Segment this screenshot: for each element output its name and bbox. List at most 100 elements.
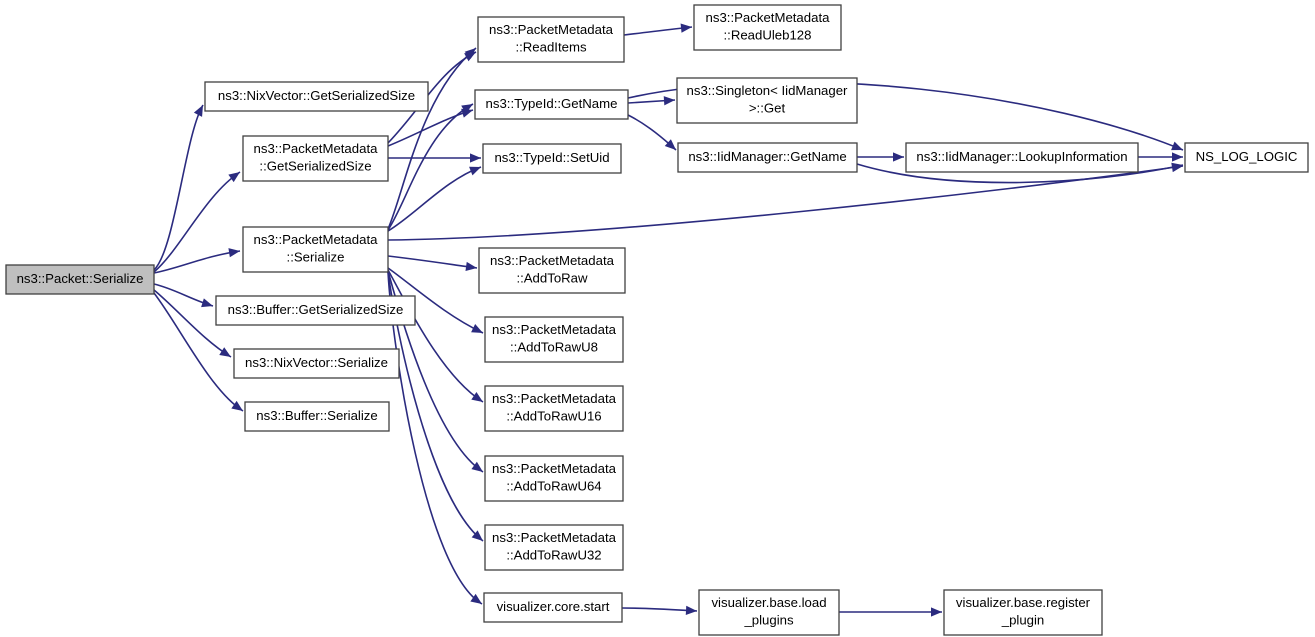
node-box: [215, 295, 416, 326]
arrowhead-icon: [219, 347, 231, 357]
node-label: >::Get: [749, 101, 786, 116]
graph-node-nixgss[interactable]: ns3::NixVector::GetSerializedSize: [204, 81, 429, 112]
graph-node-addtorawu8[interactable]: ns3::PacketMetadata::AddToRawU8: [484, 316, 624, 363]
node-label: ns3::PacketMetadata: [492, 391, 617, 406]
graph-node-iidgetname[interactable]: ns3::IidManager::GetName: [677, 142, 858, 173]
node-box: [698, 589, 840, 636]
edge-root-to-pmser: [153, 250, 241, 274]
graph-node-lookupinfo[interactable]: ns3::IidManager::LookupInformation: [905, 142, 1139, 173]
node-label: ::AddToRawU64: [506, 479, 601, 494]
node-box: [474, 89, 629, 120]
graph-node-readitems[interactable]: ns3::PacketMetadata::ReadItems: [477, 16, 625, 63]
arrowhead-icon: [1171, 162, 1183, 172]
node-box: [484, 455, 624, 502]
node-label: ns3::PacketMetadata: [490, 253, 615, 268]
edge-root-to-bufser: [153, 292, 244, 412]
node-box: [676, 77, 858, 124]
arrowhead-icon: [470, 153, 481, 163]
graph-node-addtorawu16[interactable]: ns3::PacketMetadata::AddToRawU16: [484, 385, 624, 432]
node-box: [242, 135, 389, 182]
node-box: [484, 524, 624, 571]
node-label: ::AddToRawU16: [506, 409, 601, 424]
node-box: [242, 226, 389, 273]
node-box: [204, 81, 429, 112]
graph-node-root[interactable]: ns3::Packet::Serialize: [5, 264, 155, 295]
arrowhead-icon: [893, 152, 904, 162]
node-label: ::AddToRawU8: [510, 340, 598, 355]
arrowhead-icon: [1172, 152, 1183, 162]
node-label: ::ReadUleb128: [724, 28, 812, 43]
node-box: [477, 16, 625, 63]
arrowhead-icon: [228, 172, 240, 183]
graph-node-bufser[interactable]: ns3::Buffer::Serialize: [244, 401, 390, 432]
arrowhead-icon: [471, 324, 483, 333]
arrowhead-icon: [471, 392, 483, 402]
graph-node-singleton[interactable]: ns3::Singleton< IidManager>::Get: [676, 77, 858, 124]
node-box: [483, 592, 623, 623]
node-box: [693, 4, 842, 51]
node-label: ::ReadItems: [515, 40, 587, 55]
node-label: ns3::IidManager::LookupInformation: [916, 149, 1127, 164]
edge-pmser-to-tidsetuid: [387, 166, 482, 232]
node-label: ::GetSerializedSize: [259, 159, 371, 174]
arrowhead-icon: [1171, 141, 1183, 151]
node-label: ns3::IidManager::GetName: [688, 149, 846, 164]
arrowhead-icon: [201, 298, 213, 308]
graph-node-addtoraw[interactable]: ns3::PacketMetadata::AddToRaw: [478, 247, 626, 294]
graph-node-tidgetname[interactable]: ns3::TypeId::GetName: [474, 89, 629, 120]
arrowhead-icon: [461, 104, 473, 114]
node-label: ns3::Singleton< IidManager: [687, 83, 849, 98]
node-box: [244, 401, 390, 432]
arrowhead-icon: [193, 105, 203, 117]
node-label: ns3::PacketMetadata: [706, 10, 831, 25]
edge-iidgetname-to-nsloglogic: [856, 163, 1184, 184]
graph-node-visloadplug[interactable]: visualizer.base.load_plugins: [698, 589, 840, 636]
node-label: ns3::NixVector::Serialize: [245, 355, 388, 370]
graph-node-addtorawu32[interactable]: ns3::PacketMetadata::AddToRawU32: [484, 524, 624, 571]
arrowhead-icon: [663, 96, 675, 106]
graph-node-tidsetuid[interactable]: ns3::TypeId::SetUid: [482, 143, 622, 174]
graph-node-addtorawu64[interactable]: ns3::PacketMetadata::AddToRawU64: [484, 455, 624, 502]
graph-node-viscorestart[interactable]: visualizer.core.start: [483, 592, 623, 623]
node-label: ns3::PacketMetadata: [492, 461, 617, 476]
node-box: [478, 247, 626, 294]
graph-node-nixser[interactable]: ns3::NixVector::Serialize: [233, 348, 400, 379]
node-box: [482, 143, 622, 174]
node-label: ns3::Buffer::Serialize: [256, 408, 377, 423]
arrowhead-icon: [231, 400, 243, 411]
node-label: ns3::Buffer::GetSerializedSize: [228, 302, 404, 317]
node-box: [233, 348, 400, 379]
node-box: [484, 316, 624, 363]
edge-pmser-to-tidgetname: [387, 103, 474, 231]
node-box: [1184, 142, 1309, 173]
edge-pmser-to-addtorawu8: [387, 267, 484, 334]
graph-node-nsloglogic[interactable]: NS_LOG_LOGIC: [1184, 142, 1309, 173]
node-label: _plugins: [743, 613, 794, 628]
graph-node-visregplug[interactable]: visualizer.base.register_plugin: [943, 589, 1103, 636]
node-box: [943, 589, 1103, 636]
node-label: ns3::PacketMetadata: [492, 322, 617, 337]
graph-node-pmgss[interactable]: ns3::PacketMetadata::GetSerializedSize: [242, 135, 389, 182]
graph-node-readuleb[interactable]: ns3::PacketMetadata::ReadUleb128: [693, 4, 842, 51]
node-label: _plugin: [1001, 613, 1045, 628]
edge-root-to-nixgss: [153, 104, 204, 271]
arrowhead-icon: [471, 530, 483, 541]
node-label: ns3::TypeId::SetUid: [494, 150, 609, 165]
node-label: ns3::PacketMetadata: [254, 141, 379, 156]
arrowhead-icon: [931, 607, 942, 617]
arrowhead-icon: [471, 461, 483, 472]
node-label: ns3::PacketMetadata: [489, 22, 614, 37]
edge-viscorestart-to-visloadplug: [621, 607, 698, 612]
arrowhead-icon: [469, 166, 481, 176]
node-label: ::Serialize: [287, 250, 345, 265]
node-label: ns3::PacketMetadata: [492, 530, 617, 545]
node-label: visualizer.core.start: [497, 599, 610, 614]
graph-node-bufgss[interactable]: ns3::Buffer::GetSerializedSize: [215, 295, 416, 326]
graph-node-pmser[interactable]: ns3::PacketMetadata::Serialize: [242, 226, 389, 273]
edge-pmser-to-nsloglogic: [387, 165, 1184, 241]
arrowhead-icon: [685, 605, 697, 615]
node-label: ns3::Packet::Serialize: [17, 271, 144, 286]
arrowhead-icon: [464, 48, 476, 59]
